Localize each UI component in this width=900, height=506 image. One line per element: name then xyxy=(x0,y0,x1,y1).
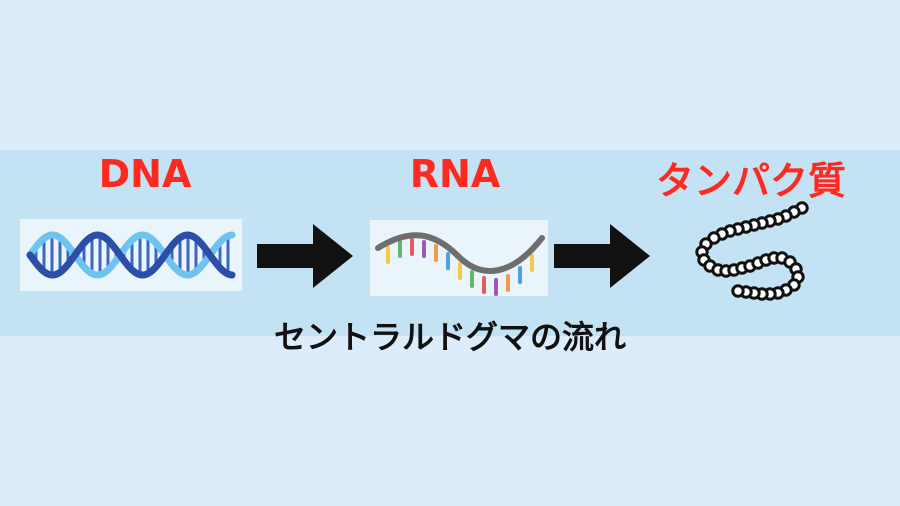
rna-label: RNA xyxy=(409,152,501,196)
rna-image-card xyxy=(370,220,548,296)
protein-label: タンパク質 xyxy=(655,159,846,203)
dna-label: DNA xyxy=(98,152,192,196)
right-arrow-icon xyxy=(554,224,650,288)
right-arrow-icon xyxy=(257,224,353,288)
protein-bead xyxy=(731,284,745,298)
dna-image-card xyxy=(20,219,242,291)
rna-strand-icon xyxy=(375,232,545,296)
dna-double-helix-icon xyxy=(26,231,236,279)
central-dogma-caption: セントラルドグマの流れ xyxy=(273,318,626,356)
protein-bead-chain-icon xyxy=(695,201,809,301)
